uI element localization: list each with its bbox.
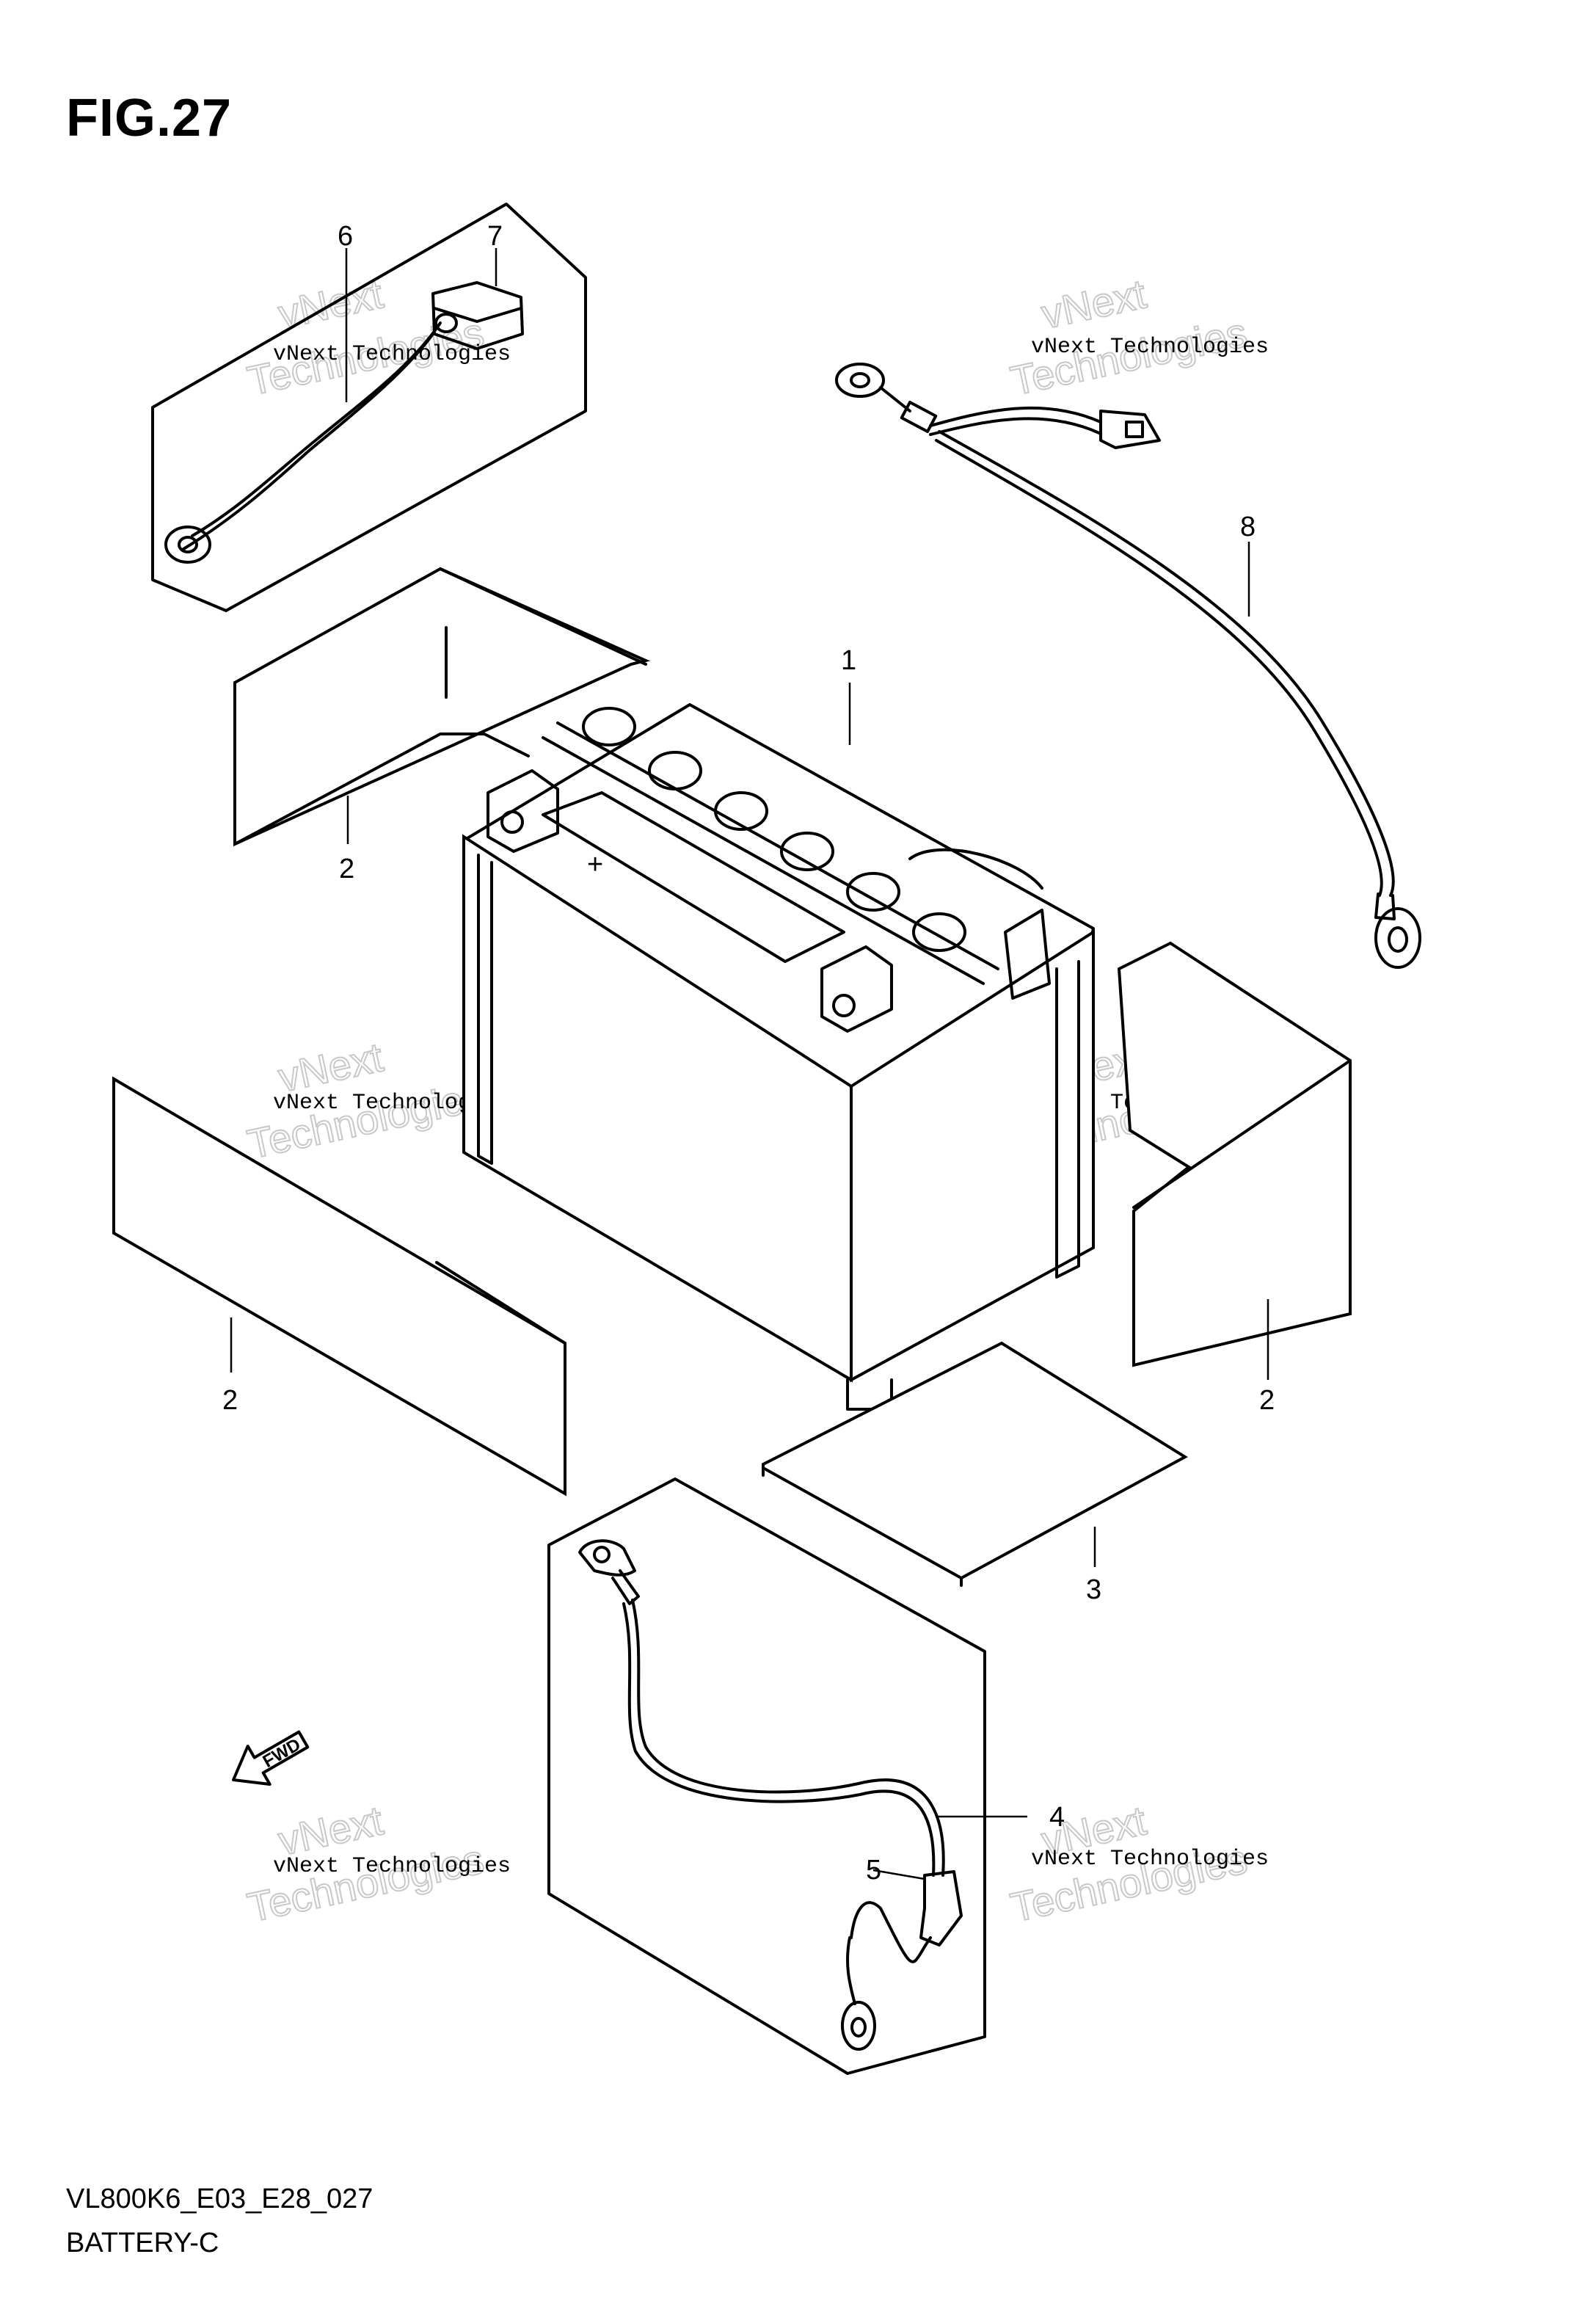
watermark-text: vNext Technologies (273, 1854, 511, 1879)
part-3-plate (762, 1341, 1188, 1587)
callout-6: 6 (338, 221, 353, 252)
part-2-pad-lower-left (112, 1076, 566, 1497)
fwd-arrow-icon: FWD (232, 1730, 310, 1786)
callout-4: 4 (1049, 1802, 1065, 1833)
section-name: BATTERY-C (66, 2228, 219, 2258)
figure-title: FIG.27 (66, 89, 233, 148)
watermark-brand: vNext (1038, 270, 1151, 337)
leader-5 (872, 1869, 925, 1880)
watermark-text: vNext Technologies (273, 342, 511, 367)
model-code: VL800K6_E03_E28_027 (66, 2184, 374, 2214)
watermark-company: Technologies (244, 1072, 488, 1168)
watermark-2: vNext Technologies (1006, 269, 1252, 404)
callout-2b: 2 (222, 1385, 238, 1416)
callout-2c: 2 (1259, 1385, 1275, 1416)
callout-2a: 2 (339, 854, 354, 884)
polarity-mark: + (587, 849, 603, 880)
watermark-company: Technologies (244, 1836, 488, 1931)
inset-box-parts-4-5 (547, 1477, 986, 2075)
callout-7: 7 (487, 221, 503, 252)
watermark-1: vNext Technologies (243, 269, 489, 404)
callout-5: 5 (866, 1855, 881, 1886)
part-8-lead-wire (835, 363, 1421, 969)
inset-box-parts-6-7 (151, 203, 587, 612)
part-2-pad-upper-left (233, 567, 651, 847)
callout-3: 3 (1086, 1574, 1101, 1605)
part-1-battery: + (462, 703, 1095, 1411)
part-2-pad-right (1117, 941, 1352, 1367)
callout-8: 8 (1240, 512, 1256, 542)
watermark-text: vNext Technologies (1031, 335, 1269, 360)
callout-1: 1 (841, 645, 856, 676)
watermark-text: vNext Technologies (1031, 1847, 1269, 1872)
